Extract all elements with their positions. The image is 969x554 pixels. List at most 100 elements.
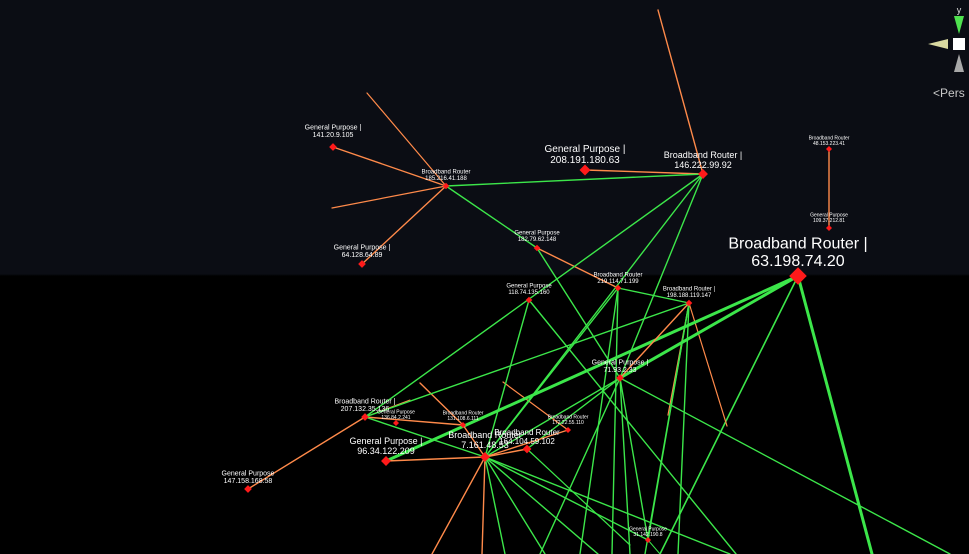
node-marker-icon[interactable] [533, 244, 541, 252]
node-marker-icon[interactable] [525, 296, 533, 304]
graph-edge-offscreen [579, 287, 619, 554]
node-type-label: Broadband Router [421, 169, 470, 175]
node-type-label: General Purpose | [334, 244, 391, 251]
node-marker-icon[interactable] [480, 452, 490, 462]
graph-edge-offscreen [619, 377, 631, 554]
network-node[interactable]: General Purpose |71.93.2.33 [592, 359, 649, 382]
network-node[interactable]: Broadband Router |63.198.74.20 [728, 235, 868, 285]
network-node[interactable]: General Purpose |96.34.122.209 [350, 436, 423, 466]
node-marker-icon[interactable] [381, 456, 391, 466]
node-type-label: Broadband Router [593, 272, 642, 278]
node-type-label: Broadband Router | [335, 398, 396, 405]
graph-edge [536, 247, 621, 379]
graph-edge [619, 302, 690, 379]
node-marker-icon[interactable] [698, 169, 708, 179]
network-node[interactable]: Broadband Router |207.132.35.136 [335, 398, 396, 421]
projection-toggle[interactable]: <Pers [933, 86, 965, 100]
stray-edges [331, 9, 951, 554]
graph-edge-offscreen [539, 377, 621, 554]
node-type-label: Broadband Router [494, 428, 560, 437]
node-type-label: Broadband Router | [728, 235, 867, 252]
graph-edge-offscreen [366, 92, 447, 187]
node-ip-label: 136.84.2.241 [381, 415, 410, 421]
graph-edge-offscreen [677, 302, 690, 554]
graph-edge [364, 416, 486, 458]
graph-edge [445, 173, 704, 187]
network-node[interactable]: Broadband Router |146.222.99.92 [664, 150, 742, 179]
y-axis-cone-icon[interactable] [954, 16, 964, 34]
orientation-gizmo[interactable]: y [924, 4, 969, 76]
node-marker-icon[interactable] [789, 267, 807, 285]
x-axis-cone-icon[interactable] [928, 39, 948, 49]
graph-edge [462, 424, 486, 458]
node-marker-icon[interactable] [460, 422, 466, 428]
node-marker-icon[interactable] [329, 143, 337, 151]
network-node[interactable]: Broadband Router |198.188.119.147 [663, 286, 716, 307]
graph-edge [247, 416, 366, 490]
node-ip-label: 48.153.223.41 [813, 141, 845, 147]
graph-edge-offscreen [484, 456, 731, 554]
graph-edge-offscreen [526, 448, 631, 546]
node-marker-icon[interactable] [826, 225, 832, 231]
node-marker-icon[interactable] [616, 374, 624, 382]
node-marker-icon[interactable] [565, 427, 571, 433]
graph-edge [484, 299, 530, 458]
network-node[interactable]: General Purpose |64.128.64.89 [334, 244, 391, 268]
node-marker-icon[interactable] [645, 537, 651, 543]
node-marker-icon[interactable] [826, 146, 832, 152]
graph-edge [619, 377, 649, 541]
z-axis-cone-icon[interactable] [954, 54, 964, 72]
node-ip-label: 207.132.35.136 [341, 406, 390, 413]
graph-edge [536, 247, 619, 289]
node-ip-label: 164.104.59.102 [499, 437, 555, 446]
node-marker-icon[interactable] [244, 485, 252, 493]
node-marker-icon[interactable] [358, 260, 366, 268]
node-type-label: Broadband Router [443, 411, 484, 417]
node-ip-label: 131.108.6.111 [447, 416, 478, 422]
node-type-label: General Purpose [222, 470, 275, 477]
node-type-label: General Purpose [514, 230, 560, 236]
node-type-label: General Purpose | [305, 124, 362, 131]
node-marker-icon[interactable] [361, 413, 369, 421]
node-type-label: Broadband Router [809, 136, 850, 142]
node-type-label: Broadband Router | [664, 150, 742, 160]
graph-edge-offscreen [528, 299, 737, 554]
node-marker-icon[interactable] [579, 164, 591, 176]
network-node[interactable]: General Purpose |208.191.180.63 [545, 144, 626, 176]
gizmo-center-cube-icon[interactable] [953, 38, 965, 50]
node-ip-label: 141.20.9.105 [313, 132, 354, 139]
node-marker-icon[interactable] [522, 444, 532, 454]
graph-edge [364, 173, 704, 418]
node-type-label: General Purpose [629, 527, 667, 533]
graph-edge-offscreen [657, 9, 704, 175]
node-type-label: General Purpose | [545, 144, 626, 155]
node-marker-icon[interactable] [442, 182, 450, 190]
node-marker-icon[interactable] [393, 420, 399, 426]
node-ip-label: 208.191.180.63 [550, 155, 620, 166]
node-ip-label: 7.161.48.53 [461, 440, 509, 450]
graph-edge-offscreen [796, 274, 874, 554]
graph-edge [484, 377, 621, 458]
graph-edge [526, 377, 621, 450]
node-marker-icon[interactable] [685, 299, 693, 307]
node-ip-label: 31.142.190.8 [633, 532, 662, 538]
network-node[interactable]: General Purpose |141.20.9.105 [305, 124, 362, 151]
node-type-label: General Purpose [506, 283, 552, 289]
node-marker-icon[interactable] [614, 284, 622, 292]
